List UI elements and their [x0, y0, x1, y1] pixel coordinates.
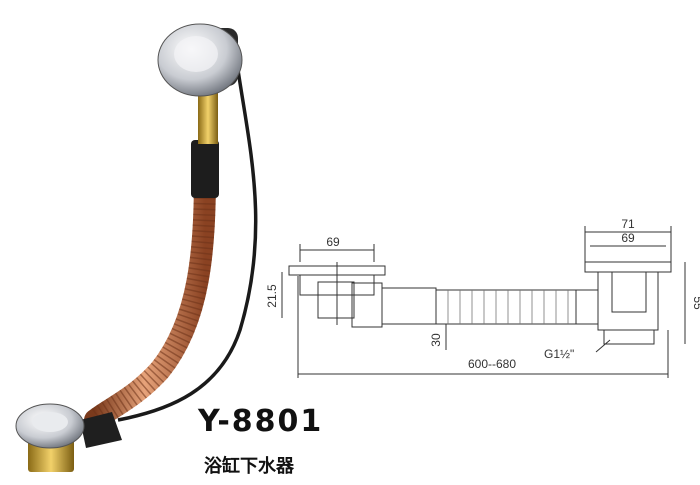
dim-length: 600--680 [468, 357, 516, 371]
dim-height-left: 21.5 [265, 284, 279, 308]
model-number: Y-8801 [198, 404, 324, 439]
dim-overflow-width: 69 [326, 235, 340, 249]
dim-height-right: 55 [691, 296, 700, 310]
dim-pipe: 30 [429, 333, 443, 347]
dim-top-outer: 71 [621, 217, 635, 231]
product-name: 浴缸下水器 [204, 456, 294, 477]
dim-thread: G1½" [544, 347, 574, 361]
product-photo [15, 23, 258, 472]
dim-top-inner: 69 [621, 231, 635, 245]
